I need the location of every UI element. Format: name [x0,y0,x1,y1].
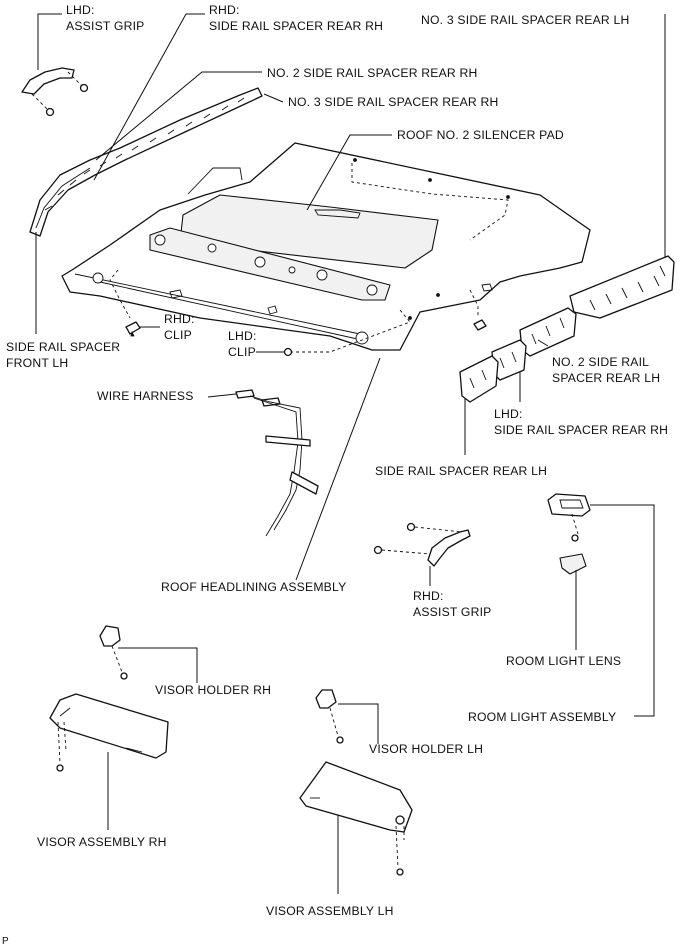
label-lhd-side-rail-rear-rh-line1: LHD: [494,407,523,421]
label-no2-side-rail-spacer-rear-lh-line2: SPACER REAR LH [552,371,660,385]
label-roof-headlining-assembly: ROOF HEADLINING ASSEMBLY [161,580,346,594]
lhd-assist-grip [21,67,89,117]
label-side-rail-spacer-rear-lh: SIDE RAIL SPACER REAR LH [375,464,547,478]
no2-side-rail-spacer-rear-lh [519,307,577,357]
label-rhd-side-rail-rear-rh-line2: SIDE RAIL SPACER REAR RH [209,19,383,33]
visor-assembly-rh [49,693,169,772]
rhd-assist-grip [373,522,471,567]
clip-right [473,319,487,331]
label-wire-harness: WIRE HARNESS [97,389,194,403]
label-lhd-clip-line2: CLIP [228,345,256,359]
visor-holder-rh [99,625,128,680]
label-visor-holder-rh: VISOR HOLDER RH [155,683,271,697]
labels: LHD: ASSIST GRIP RHD: SIDE RAIL SPACER R… [2,3,668,947]
wire-harness [235,389,319,537]
label-lhd-assist-grip-line1: LHD: [66,3,95,17]
label-rhd-clip-line1: RHD: [164,312,195,326]
side-rail-spacer-rear-lh [459,355,499,403]
label-side-rail-front-lh-line2: FRONT LH [6,356,68,370]
label-rhd-clip-line2: CLIP [164,328,192,342]
label-side-rail-front-lh-line1: SIDE RAIL SPACER [6,340,120,354]
label-lhd-assist-grip-line2: ASSIST GRIP [66,19,145,33]
room-light-assembly [547,493,591,542]
label-no3-side-rail-spacer-rear-rh: NO. 3 SIDE RAIL SPACER REAR RH [288,95,499,109]
label-lhd-side-rail-rear-rh-line2: SIDE RAIL SPACER REAR RH [494,423,668,437]
label-visor-assembly-lh: VISOR ASSEMBLY LH [266,904,394,918]
room-light-lens [559,553,587,575]
label-rhd-assist-grip-line2: ASSIST GRIP [413,605,492,619]
roof-headlining-assembly [61,142,591,353]
label-visor-holder-lh: VISOR HOLDER LH [369,742,483,756]
no3-side-rail-spacer-rear-lh [569,255,675,319]
label-no2-side-rail-spacer-rear-lh-line1: NO. 2 SIDE RAIL [552,355,649,369]
leader-lines [35,13,666,894]
label-rhd-assist-grip-line1: RHD: [413,589,444,603]
label-roof-no2-silencer-pad: ROOF NO. 2 SILENCER PAD [397,128,564,142]
label-no3-side-rail-spacer-rear-lh: NO. 3 SIDE RAIL SPACER REAR LH [421,13,630,27]
visor-holder-lh [315,689,344,744]
figure-code: P [2,936,9,947]
label-room-light-lens: ROOM LIGHT LENS [506,654,621,668]
label-visor-assembly-rh: VISOR ASSEMBLY RH [37,835,167,849]
label-no2-side-rail-spacer-rear-rh: NO. 2 SIDE RAIL SPACER REAR RH [267,66,478,80]
label-rhd-side-rail-rear-rh-line1: RHD: [209,3,240,17]
label-lhd-clip-line1: LHD: [228,329,257,343]
label-room-light-assembly: ROOM LIGHT ASSEMBLY [468,710,616,724]
visor-assembly-lh [299,761,413,876]
rhd-clip [125,321,141,337]
lhd-clip [283,347,293,357]
